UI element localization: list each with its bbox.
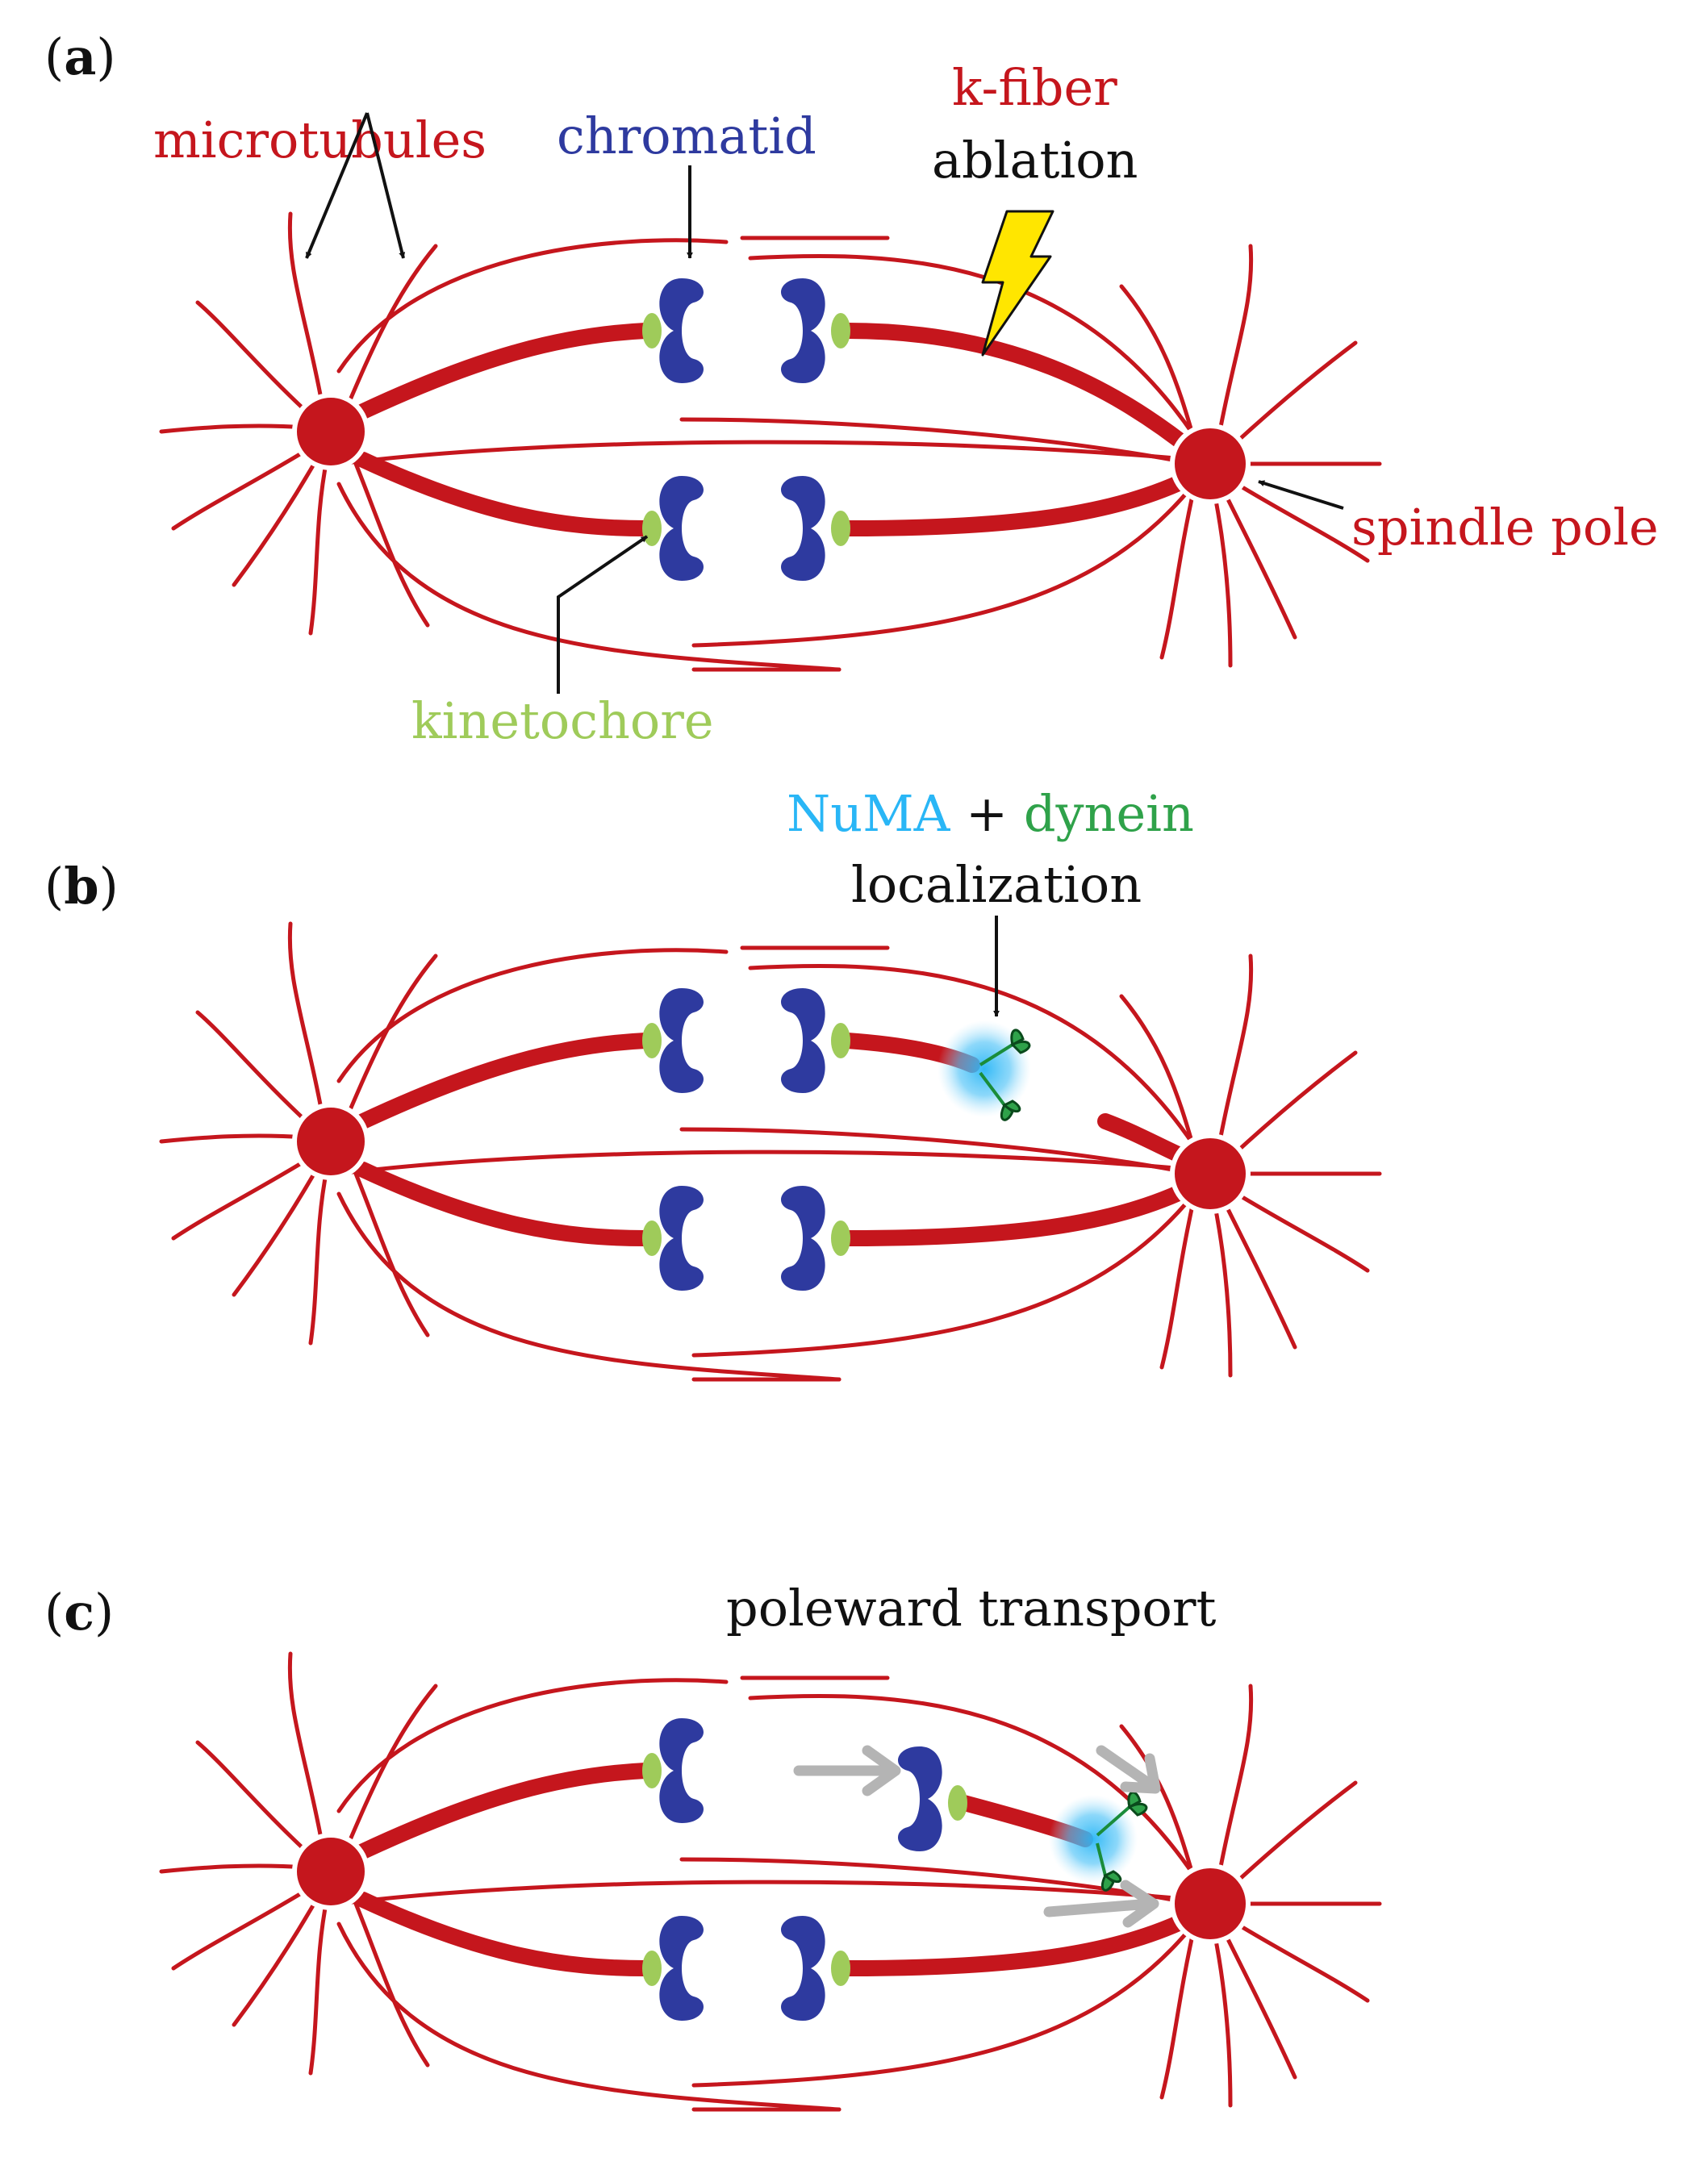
chromatid [659, 278, 704, 383]
kinetochore [642, 1753, 662, 1788]
label-ablation: ablation [932, 131, 1138, 190]
kfiber-lower-right [839, 468, 1202, 536]
chromatid [781, 988, 825, 1093]
spindle-pole-left [292, 393, 370, 470]
chromatid [781, 1186, 825, 1291]
chromatid-transported [898, 1746, 942, 1851]
kfiber-lower-left [355, 452, 654, 536]
label-numa: NuMA [787, 784, 951, 843]
label-dynein: dynein [1024, 784, 1194, 843]
poleward-arrow-icon [793, 1745, 901, 1796]
panel-c: (c) [44, 1579, 1380, 2109]
arrow-spindle-pole [1258, 480, 1344, 510]
label-plus: + [966, 784, 1024, 843]
kfiber-lower-right [839, 1908, 1202, 1976]
label-kinetochore: kinetochore [411, 691, 714, 750]
label-numa-dynein: NuMA + dynein [787, 784, 1194, 843]
panel-b: (b) NuMA [44, 784, 1380, 1379]
kfiber-upper-right [839, 323, 1202, 460]
spindle-pole-right [1170, 1133, 1251, 1214]
dynein-motor-icon [1096, 1791, 1148, 1892]
label-localization: localization [851, 855, 1142, 914]
kfiber-upper-left [355, 1033, 654, 1129]
label-chromatid: chromatid [557, 106, 816, 165]
lightning-bolt-icon [981, 210, 1054, 357]
kinetochore [642, 1221, 662, 1256]
spindle-pole-left [292, 1833, 370, 1910]
chromatid [659, 1186, 704, 1291]
kinetochore [642, 1951, 662, 1986]
chromatid [781, 278, 825, 383]
label-microtubules: microtubules [153, 111, 487, 169]
kfiber-lower-left [355, 1892, 654, 1976]
spindle-pole-right [1170, 1863, 1251, 1944]
panel-a-label: (a) [44, 27, 116, 86]
kfiber-upper-left [355, 1763, 654, 1859]
panel-a: (a) microtubules chromatid k-fiber ablat… [44, 27, 1659, 750]
chromatid [659, 476, 704, 581]
label-kfiber: k-fiber [952, 58, 1117, 117]
kfiber-lower-right [839, 1178, 1202, 1246]
kinetochore [831, 1023, 850, 1058]
kinetochore [831, 1951, 850, 1986]
chromatid [659, 1916, 704, 2021]
arrow-microtubules-1 [305, 112, 369, 259]
poleward-arrow-icon [1096, 1745, 1161, 1794]
kinetochore [642, 511, 662, 546]
kinetochore [948, 1785, 967, 1821]
chromatid [781, 1916, 825, 2021]
kinetochore [831, 1221, 850, 1256]
spindle-pole-right [1170, 424, 1251, 504]
arrow-kinetochore [557, 535, 649, 694]
numa-glow-icon [938, 1020, 1031, 1117]
numa-glow-icon [1049, 1795, 1138, 1884]
arrow-microtubules-2 [365, 112, 406, 259]
label-poleward-transport: poleward transport [726, 1579, 1217, 1638]
chromatid [781, 476, 825, 581]
dynein-motor-icon [979, 1029, 1031, 1121]
panel-c-label: (c) [44, 1583, 114, 1642]
label-spindle-pole: spindle pole [1351, 498, 1659, 557]
kfiber-lower-left [355, 1162, 654, 1246]
panel-b-label: (b) [44, 857, 119, 916]
kinetochore [642, 1023, 662, 1058]
chromatid [659, 1718, 704, 1823]
kinetochore [831, 313, 850, 348]
poleward-arrow-icon [1043, 1880, 1159, 1928]
kfiber-upper-left [355, 323, 654, 419]
kinetochore [831, 511, 850, 546]
chromatid [659, 988, 704, 1093]
kinetochore [642, 313, 662, 348]
spindle-pole-left [292, 1103, 370, 1180]
